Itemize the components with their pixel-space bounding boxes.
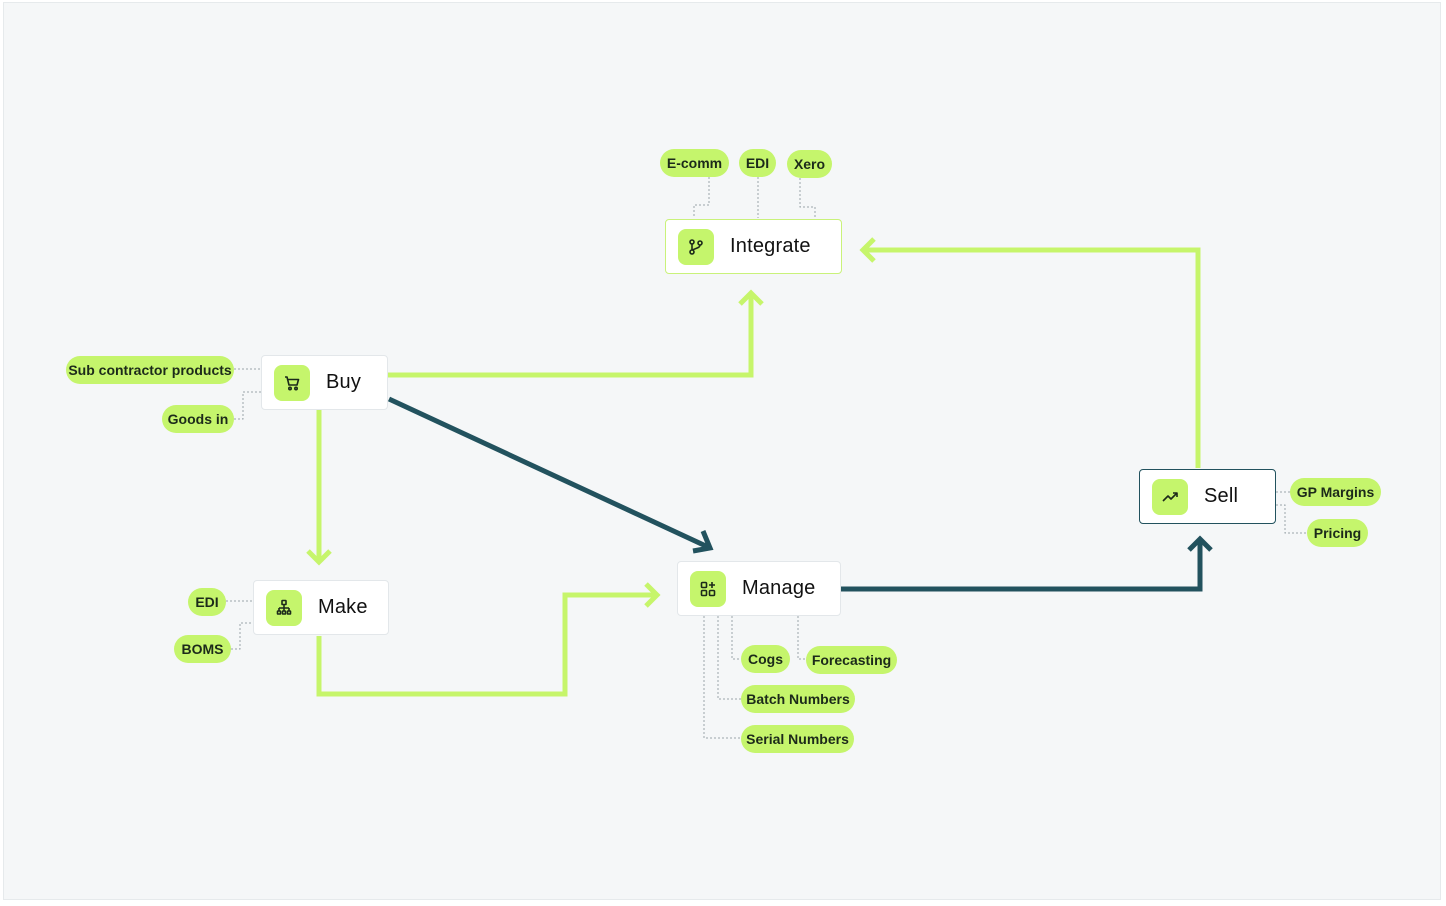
manage-node[interactable]: Manage <box>677 561 841 616</box>
arrow-sell-to-integrate <box>864 247 1201 468</box>
tag-pricing: Pricing <box>1307 519 1368 547</box>
sell-label: Sell <box>1204 485 1239 507</box>
connector-goodsin-buy <box>234 391 262 420</box>
connector-boms-make <box>231 622 253 650</box>
connector-forecasting-manage <box>797 616 806 660</box>
arrow-make-to-manage <box>316 592 656 697</box>
arrow-make-to-manage-head <box>644 582 661 608</box>
tag-sub-contractor-products: Sub contractor products <box>66 356 234 384</box>
integrate-label: Integrate <box>730 235 811 257</box>
connector-pricing-sell <box>1276 504 1307 534</box>
tag-batch-numbers: Batch Numbers <box>741 685 855 713</box>
connector-xero-integrate <box>799 178 816 218</box>
tag-cogs: Cogs <box>741 645 790 673</box>
integrate-node[interactable]: Integrate <box>665 219 842 274</box>
sell-node[interactable]: Sell <box>1139 469 1276 524</box>
tag-xero: Xero <box>787 150 832 178</box>
connector-ecomm-integrate <box>693 177 710 218</box>
connector-serial-manage <box>703 616 741 739</box>
tag-forecasting: Forecasting <box>806 646 897 674</box>
shopping-cart-icon <box>274 364 310 401</box>
tag-boms: BOMS <box>174 635 231 663</box>
arrow-buy-to-manage <box>387 396 710 550</box>
git-branch-icon <box>678 228 714 265</box>
tag-edi-integrate: EDI <box>739 149 776 177</box>
tag-goods-in: Goods in <box>162 405 234 433</box>
make-node[interactable]: Make <box>253 580 389 635</box>
arrow-buy-to-integrate-head <box>738 289 764 306</box>
arrow-sell-to-integrate-head <box>859 237 876 263</box>
buy-label: Buy <box>326 371 362 393</box>
arrow-buy-to-integrate <box>388 295 754 378</box>
arrow-manage-to-sell <box>841 540 1203 592</box>
buy-node[interactable]: Buy <box>261 355 388 410</box>
connector-batch-manage <box>717 616 741 700</box>
manage-label: Manage <box>742 577 816 599</box>
arrow-buy-to-make-head <box>306 549 332 566</box>
arrow-manage-to-sell-head <box>1187 535 1213 552</box>
tag-serial-numbers: Serial Numbers <box>741 725 854 753</box>
tag-edi-make: EDI <box>188 588 226 616</box>
connector-cogs-manage <box>731 616 741 660</box>
make-label: Make <box>318 596 368 618</box>
hierarchy-icon <box>266 589 302 626</box>
trending-up-icon <box>1152 478 1188 515</box>
arrow-buy-to-manage-head <box>692 530 714 554</box>
tag-ecomm: E-comm <box>660 149 729 177</box>
tag-gp-margins: GP Margins <box>1290 478 1381 506</box>
grid-plus-icon <box>690 570 726 607</box>
